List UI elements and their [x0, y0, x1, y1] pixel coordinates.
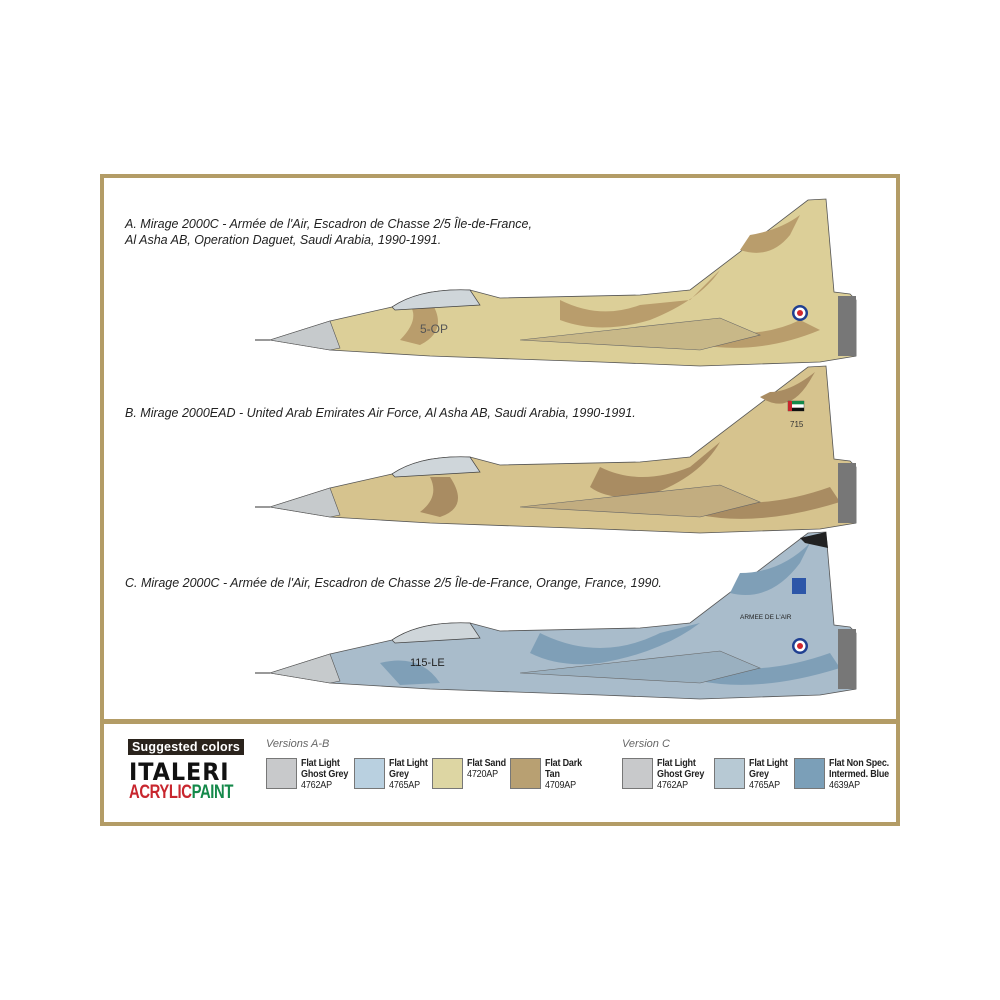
paint-text: PAINT — [191, 782, 234, 803]
versions-ab-title: Versions A-B — [266, 738, 330, 750]
instruction-frame: A. Mirage 2000C - Armée de l'Air, Escadr… — [100, 174, 900, 826]
swatch-c-ghost-grey — [622, 758, 653, 789]
plane-b-tail-number: 715 — [790, 420, 804, 429]
color-legend: Suggested colors ITALERI ACRYLICPAINT Ve… — [104, 724, 896, 822]
swatch-dark-tan — [510, 758, 541, 789]
acrylic-text: ACRYLIC — [129, 782, 192, 803]
plane-c-tail-text: ARMEE DE L'AIR — [740, 614, 792, 621]
suggested-colors-badge: Suggested colors — [128, 739, 245, 755]
swatch-intermed-blue — [794, 758, 825, 789]
swatch-light-grey — [354, 758, 385, 789]
version-c-title: Version C — [622, 738, 670, 750]
caption-a-line2: Al Asha AB, Operation Daguet, Saudi Arab… — [125, 233, 442, 247]
caption-a-line1: A. Mirage 2000C - Armée de l'Air, Escadr… — [125, 217, 532, 231]
italeri-logo: ITALERI — [129, 758, 230, 786]
swatch-c-light-grey — [714, 758, 745, 789]
aircraft-profiles: 5-OP 715 ARM — [255, 198, 857, 700]
profiles-panel: A. Mirage 2000C - Armée de l'Air, Escadr… — [104, 178, 896, 719]
caption-c: C. Mirage 2000C - Armée de l'Air, Escadr… — [125, 576, 662, 590]
acrylic-paint-logo: ACRYLICPAINT — [129, 782, 233, 804]
caption-a: A. Mirage 2000C - Armée de l'Air, Escadr… — [125, 216, 532, 248]
plane-c-marking: 115-LE — [410, 657, 445, 669]
plane-a: 5-OP — [255, 198, 857, 367]
swatch-ghost-grey — [266, 758, 297, 789]
plane-b: 715 — [269, 365, 857, 534]
plane-a-marking: 5-OP — [420, 322, 448, 336]
caption-b: B. Mirage 2000EAD - United Arab Emirates… — [125, 406, 636, 420]
swatch-flat-sand — [432, 758, 463, 789]
plane-c: ARMEE DE L'AIR 115-LE — [269, 531, 857, 700]
